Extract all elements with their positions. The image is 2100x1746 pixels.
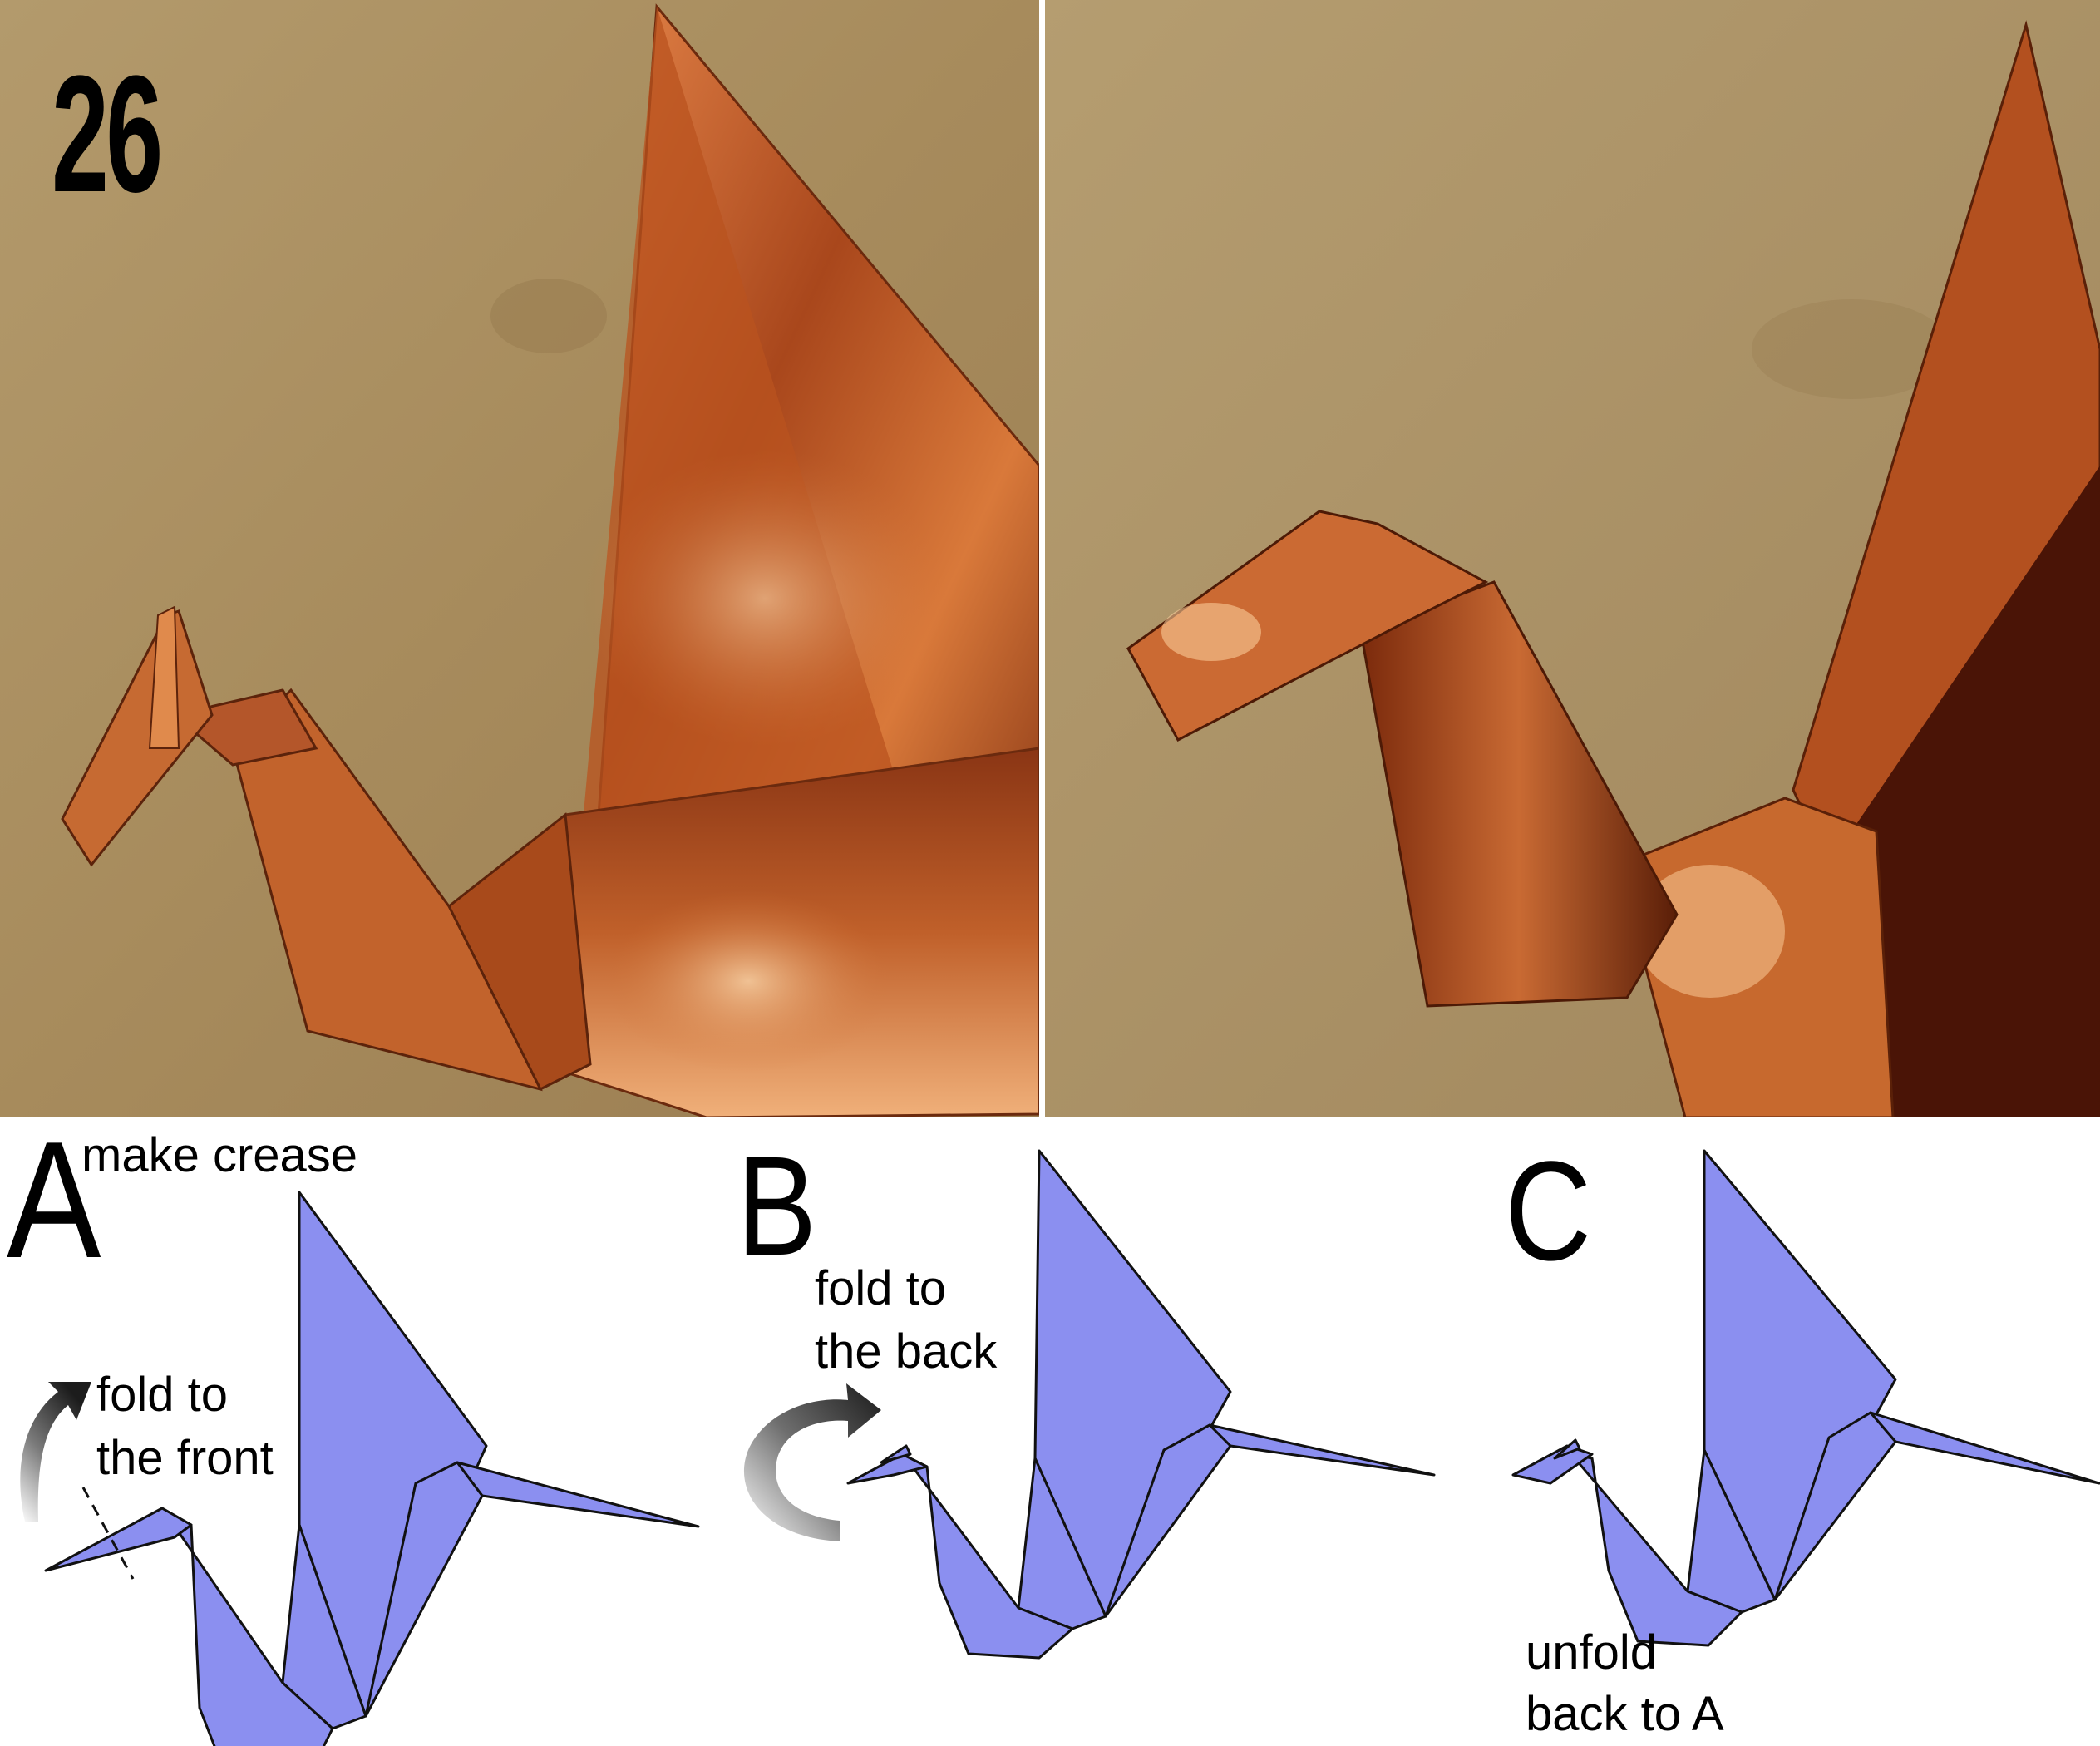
panel-a-instruction-line-1: fold to <box>96 1368 228 1422</box>
panel-a-instruction-line-2: the front <box>96 1431 274 1485</box>
photo-divider <box>1039 0 1045 1117</box>
panel-c-instruction-line-2: back to A <box>1526 1687 1724 1741</box>
panel-a-letter: A <box>7 1107 101 1293</box>
panel-b-instruction-line-2: the back <box>815 1324 998 1379</box>
dragon-diagram-a <box>44 1191 700 1746</box>
photo-dragon-front <box>0 0 1039 1117</box>
dragon-diagram-b <box>846 1149 1436 1660</box>
curved-arrow-up-icon <box>20 1382 91 1522</box>
panel-a-caption: make crease <box>81 1128 358 1182</box>
photo-dragon-closeup <box>1045 0 2100 1117</box>
diagram-area: A make crease fold to the front B fold t… <box>0 1117 2100 1746</box>
step-number: 26 <box>52 42 163 227</box>
crease-dashed-line-icon <box>81 1487 135 1580</box>
panel-b-letter: B <box>737 1127 817 1285</box>
curved-arrow-around-icon <box>743 1383 881 1541</box>
panel-c-instruction-line-1: unfold <box>1526 1625 1658 1679</box>
dragon-diagram-c <box>1511 1149 2100 1647</box>
panel-b-instruction-line-1: fold to <box>815 1261 946 1315</box>
panel-c-letter: C <box>1505 1132 1592 1290</box>
